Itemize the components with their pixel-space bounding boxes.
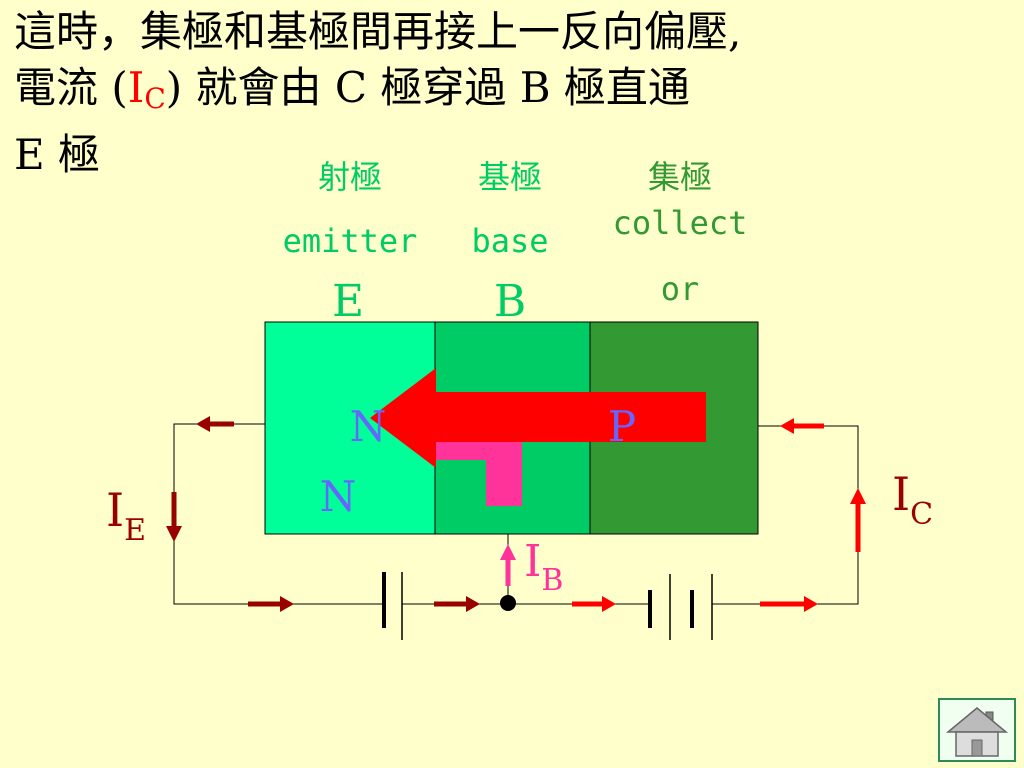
base-label-cn: 基極 (477, 158, 542, 196)
collector-type-label: N (320, 472, 357, 521)
collector-in-arrow (780, 418, 824, 434)
wire-arrows (166, 416, 866, 612)
bottom-left-arrow (248, 596, 294, 612)
collector-current-label: IC (892, 467, 933, 532)
home-icon (945, 707, 1009, 757)
emitter-battery (382, 572, 403, 640)
emitter-letter: E (331, 276, 365, 327)
slide-title: 這時，集極和基極間再接上一反向偏壓, 電流 (IC) 就會由 C 極穿過 B 極… (14, 4, 1014, 183)
emitter-type-label: N (350, 402, 387, 451)
base-letter: B (493, 276, 527, 327)
title-line-2-pre: 電流 ( (14, 63, 128, 112)
home-button[interactable] (938, 698, 1016, 762)
emitter-down-arrow (166, 492, 182, 542)
base-label-en: base (471, 222, 549, 260)
collector-up-arrow (850, 488, 866, 552)
title-line-3: E 極 (14, 130, 101, 179)
base-up-arrow (500, 544, 516, 586)
base-type-label: P (608, 402, 636, 451)
bottom-right-arrow-1 (572, 596, 616, 612)
base-current-arrow (436, 442, 522, 506)
collector-label-en-1: collect (612, 204, 748, 242)
emitter-label-cn: 射極 (317, 158, 382, 196)
junction-dot (500, 595, 516, 611)
base-current-label: IB (524, 536, 563, 598)
bottom-mid-arrow (434, 596, 480, 612)
collector-current-arrow (370, 368, 706, 468)
bottom-right-arrow-2 (760, 596, 818, 612)
emitter-label-en: emitter (282, 222, 418, 260)
title-line-2-post: ) 就會由 C 極穿過 B 極直通 (165, 63, 690, 112)
emitter-current-label: IE (106, 483, 146, 548)
collector-battery (648, 574, 713, 640)
emitter-out-arrow (196, 416, 234, 432)
title-current-symbol: IC (127, 63, 166, 115)
collector-label-en-2: or (660, 270, 700, 308)
title-line-1: 這時，集極和基極間再接上一反向偏壓, (14, 7, 742, 56)
collector-label-cn: 集極 (647, 158, 712, 196)
